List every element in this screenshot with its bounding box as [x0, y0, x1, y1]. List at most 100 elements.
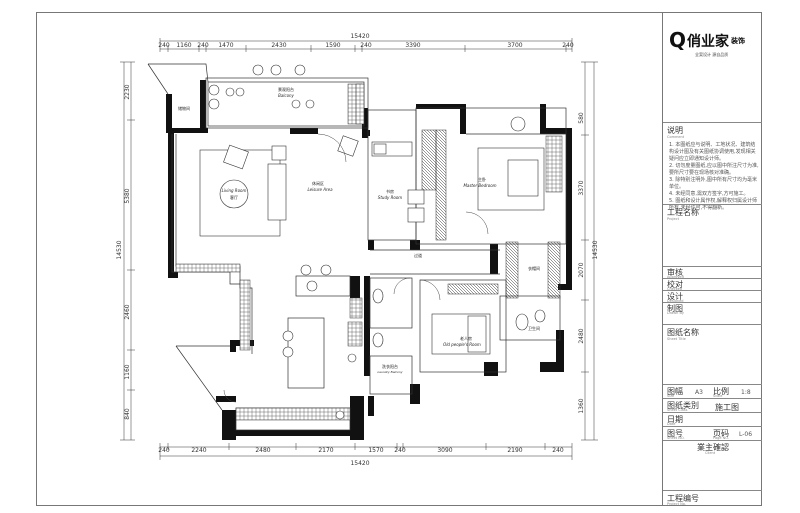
drawing-name-cell: 图纸名称 Sheet Title	[663, 324, 762, 384]
design-cell: 设计 Designed	[663, 290, 762, 303]
page-value: L-06	[739, 431, 753, 438]
check-label: 校对	[667, 280, 683, 289]
number-label: 图号	[667, 429, 683, 438]
page-label-en: Page NO.	[713, 436, 729, 440]
dim-label: 2190	[507, 447, 522, 454]
size-label-en: Size	[667, 394, 675, 398]
structural-walls	[166, 80, 572, 440]
top-segment-dims: 240 1160 240 1470 2430 1590 240 3390 370…	[158, 42, 574, 49]
dim-label: 240	[552, 447, 564, 454]
title-block: Q 俏业家 装饰 全案设计 源自品质 说明 Comment 1. 本图纸应与说明…	[662, 12, 762, 506]
dim-label: 1160	[176, 42, 191, 49]
dim-label: 2480	[255, 447, 270, 454]
note-item: 1. 本图纸应与说明、工地状况、建筑结构设计图及有关图纸协调使用,发现相关疑问应…	[669, 142, 756, 162]
room-label-master-en: Master Bedroom	[463, 183, 496, 188]
size-scale-row: 图幅 Size A3 比例 Scale 1:8	[663, 384, 762, 398]
logo-mark-icon: Q	[669, 28, 687, 52]
dim-label: 2230	[124, 84, 131, 99]
room-label-bathroom: 卫生间	[528, 325, 540, 331]
dim-label: 1160	[124, 364, 131, 379]
size-label: 图幅	[667, 387, 683, 396]
room-label-cloak: 衣帽间	[528, 265, 540, 271]
project-number-label: 工程编号	[667, 494, 699, 503]
dim-label: 840	[124, 408, 131, 420]
dim-label: 1570	[368, 447, 383, 454]
note-item: 3. 除特别注明外,图中所有尺寸均为毫米单位。	[669, 177, 757, 190]
dim-label: 1470	[218, 42, 233, 49]
brand-logo: Q 俏业家 装饰 全案设计 源自品质	[669, 28, 759, 62]
notes-section: 说明 Comment	[663, 122, 762, 204]
dim-label: 3090	[437, 447, 452, 454]
dim-label: 2240	[191, 447, 206, 454]
door-swings	[223, 133, 489, 403]
dim-label: 240	[197, 42, 209, 49]
client-confirm-cell: 業主確認 Client	[663, 440, 762, 500]
check-label-en: Checked	[667, 287, 683, 291]
top-total-dim: 15420	[350, 33, 369, 40]
project-number-label-en: Project No.	[667, 502, 686, 506]
number-row: 图号 Sheet NO. 页码 Page NO. L-06	[663, 426, 762, 440]
left-segment-dims: 14530 2230 5380 2460 1160 840	[116, 84, 131, 420]
dim-label: 2480	[578, 328, 585, 343]
drawing-name-label: 图纸名称	[667, 328, 699, 337]
type-label-en: Sheet Class	[667, 408, 688, 412]
left-dimension-lines	[120, 61, 135, 441]
hatched-window-strips	[175, 83, 563, 421]
room-label-leisure: 休闲区	[312, 180, 324, 186]
room-label-second-bedroom-en: Old people's Room	[443, 342, 481, 347]
dim-label: 14530	[592, 240, 599, 259]
project-label-en: Project	[667, 217, 679, 221]
client-confirm-label-en: Client	[705, 451, 716, 455]
bottom-dimension-lines	[159, 443, 573, 460]
client-confirm-label: 業主確認	[697, 443, 729, 452]
type-label: 图纸类別	[667, 401, 699, 410]
date-row: 日期 Date	[663, 412, 762, 426]
room-label-second-bedroom: 老人房	[460, 335, 472, 341]
brand-name: 俏业家	[687, 34, 729, 50]
review-label-en: Approved	[667, 275, 684, 279]
dim-label: 240	[360, 42, 372, 49]
right-dimension-lines	[581, 61, 598, 441]
dim-label: 5380	[124, 188, 131, 203]
room-label-storage: 储物间	[178, 105, 190, 111]
check-cell: 校对 Checked	[663, 278, 762, 291]
dim-label: 3390	[405, 42, 420, 49]
dim-label: 14530	[116, 240, 123, 259]
dim-label: 3700	[507, 42, 522, 49]
notes-list: 1. 本图纸应与说明、工地状况、建筑结构设计图及有关图纸协调使用,发现相关疑问应…	[669, 142, 759, 212]
note-item: 5. 图纸和设计属作权,解释权归属设计师所有,未经许可,不得翻新。	[669, 198, 757, 211]
room-labels: 景观阳台 Balcony 储物间 Living Room 客厅 休闲区 Leis…	[178, 86, 540, 374]
brand-sub: 装饰	[731, 37, 745, 45]
room-label-study-en: Study Room	[378, 195, 402, 200]
project-name-cell: 工程名称 Project	[663, 204, 762, 266]
draft-label-en: Drawn By	[667, 311, 684, 315]
review-cell: 审核 Approved	[663, 266, 762, 279]
number-label-en: Sheet NO.	[667, 436, 685, 440]
top-dimension-lines	[159, 38, 573, 52]
dim-label: 240	[394, 447, 406, 454]
type-value: 施工图	[715, 403, 739, 412]
dim-label: 240	[158, 447, 170, 454]
room-label-laundry-en: Laundry Balcony	[377, 370, 402, 374]
dim-label: 2460	[124, 304, 131, 319]
dim-label: 3370	[578, 180, 585, 195]
date-label: 日期	[667, 415, 683, 424]
dim-label: 1590	[325, 42, 340, 49]
room-label-study: 书房	[386, 188, 394, 194]
date-label-en: Date	[667, 422, 676, 426]
review-label: 审核	[667, 268, 683, 277]
notes-title: 说明	[667, 126, 683, 135]
dim-label: 580	[578, 112, 585, 124]
project-label: 工程名称	[667, 208, 699, 217]
dim-label: 240	[158, 42, 170, 49]
room-label-living-en: Living Room	[222, 188, 247, 193]
note-item: 2. 切勿度量图纸,应以图中所注尺寸为准,要所尺寸要在现场核对准确。	[669, 163, 759, 176]
dim-label: 2430	[271, 42, 286, 49]
scale-label-en: Scale	[713, 394, 723, 398]
brand-slogan: 全案设计 源自品质	[695, 52, 729, 57]
note-item: 4. 未经同意,需双方签字,方可施工。	[669, 191, 749, 197]
design-label: 设计	[667, 292, 683, 301]
room-label-corridor: 过道	[414, 252, 422, 258]
bottom-total-dim: 15420	[350, 460, 369, 467]
